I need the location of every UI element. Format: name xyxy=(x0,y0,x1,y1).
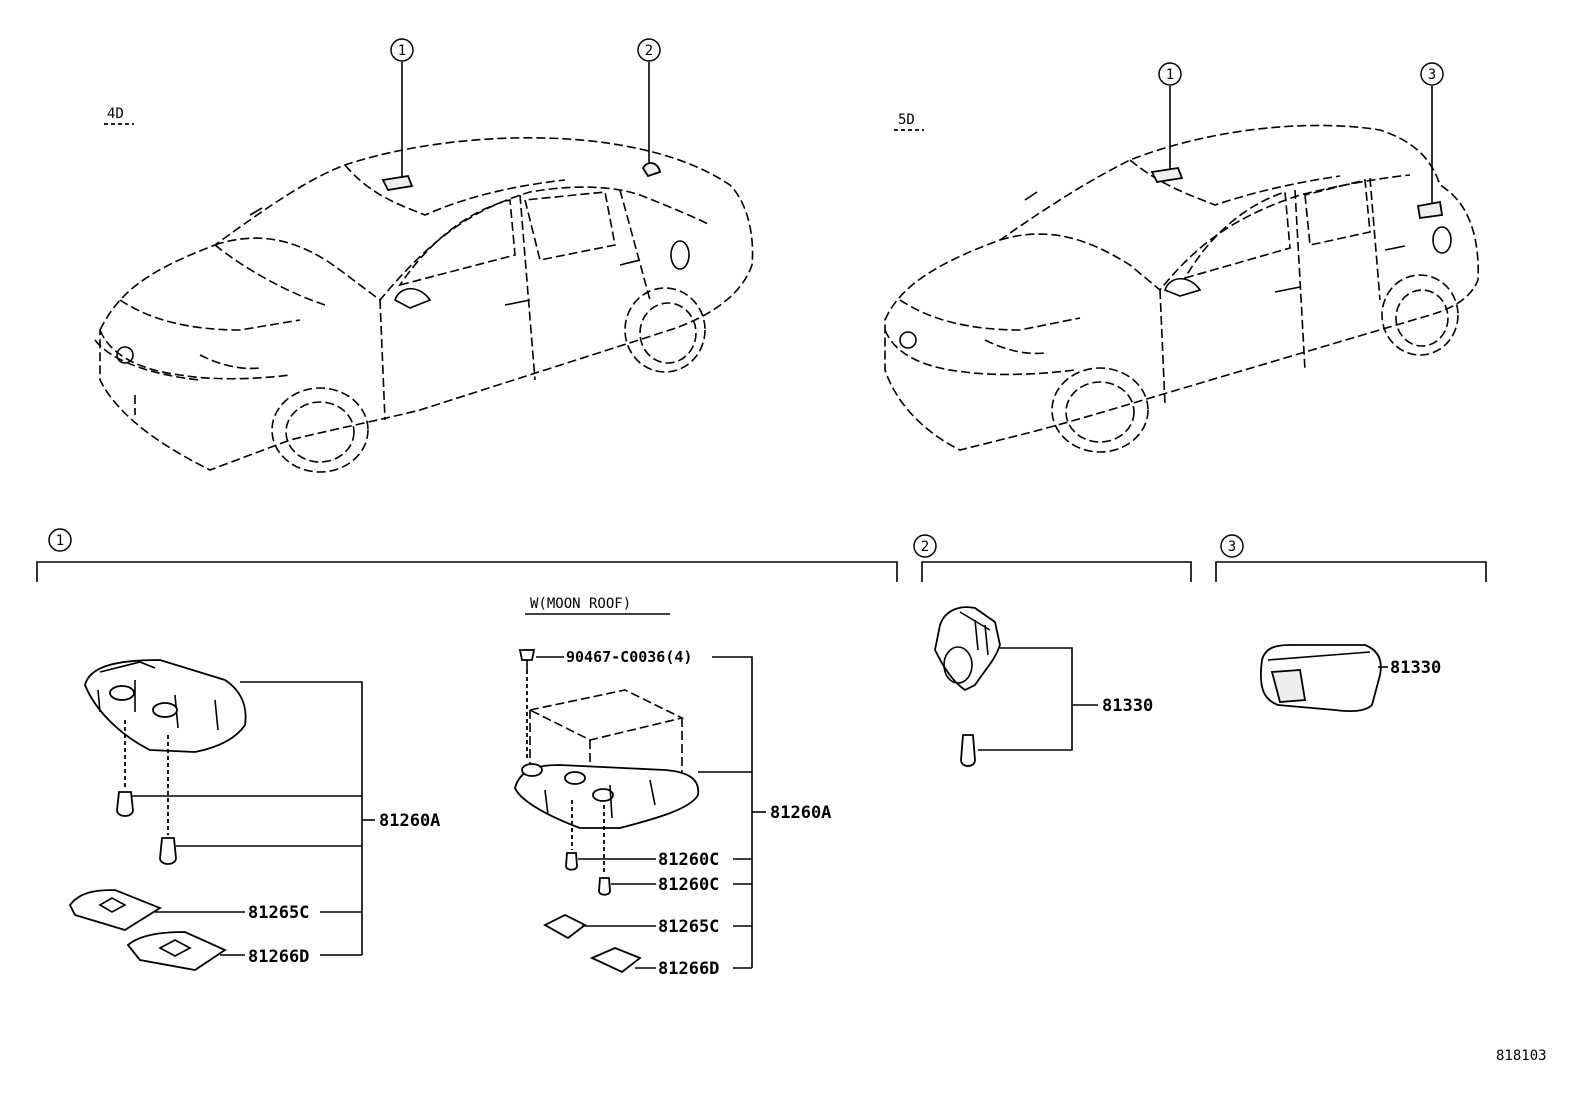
part-number-81260a-moon-roof[interactable]: 81260A xyxy=(770,803,831,823)
hatch-lamp-group: 81330 xyxy=(1260,644,1441,713)
callout-marker xyxy=(1420,62,1444,86)
part-number-81266d-moon-roof[interactable]: 81266D xyxy=(658,959,719,979)
callout-marker xyxy=(1158,62,1182,86)
callout-number: 1 xyxy=(398,43,406,59)
hatch-variant-label: 5D xyxy=(898,112,915,128)
hatchback-illustration: 5D 1 3 xyxy=(884,62,1479,453)
callout-number: 2 xyxy=(645,43,653,59)
moon-roof-lamp-group: W(MOON ROOF) 90467-C0 xyxy=(514,596,831,979)
part-number-81260c-2[interactable]: 81260C xyxy=(658,875,719,895)
sedan-variant-label: 4D xyxy=(107,106,124,122)
standard-room-lamp-group: 81260A 81265C 81266D xyxy=(68,659,440,971)
part-number-81266d[interactable]: 81266D xyxy=(248,947,309,967)
group-header-1: 1 xyxy=(56,533,64,549)
callout-marker xyxy=(637,38,661,62)
group-header-2: 2 xyxy=(921,539,929,555)
moon-roof-label: W(MOON ROOF) xyxy=(530,596,631,612)
trunk-lamp-group: 81330 xyxy=(934,606,1153,767)
diagram-number: 818103 xyxy=(1496,1048,1547,1064)
group-brackets: 1 2 3 xyxy=(36,528,1487,582)
callout-number: 3 xyxy=(1428,67,1436,83)
part-number-81260c-1[interactable]: 81260C xyxy=(658,850,719,870)
part-number-81330-hatch[interactable]: 81330 xyxy=(1390,658,1441,678)
callout-number: 1 xyxy=(1166,67,1174,83)
part-number-81265c-moon-roof[interactable]: 81265C xyxy=(658,917,719,937)
group-header-3: 3 xyxy=(1228,539,1236,555)
part-number-81265c[interactable]: 81265C xyxy=(248,903,309,923)
part-number-81260a[interactable]: 81260A xyxy=(379,811,440,831)
part-number-81330-trunk[interactable]: 81330 xyxy=(1102,696,1153,716)
callout-marker xyxy=(390,38,414,62)
sedan-illustration: 4D xyxy=(94,38,754,473)
part-number-90467-c0036[interactable]: 90467-C0036(4) xyxy=(566,648,692,666)
